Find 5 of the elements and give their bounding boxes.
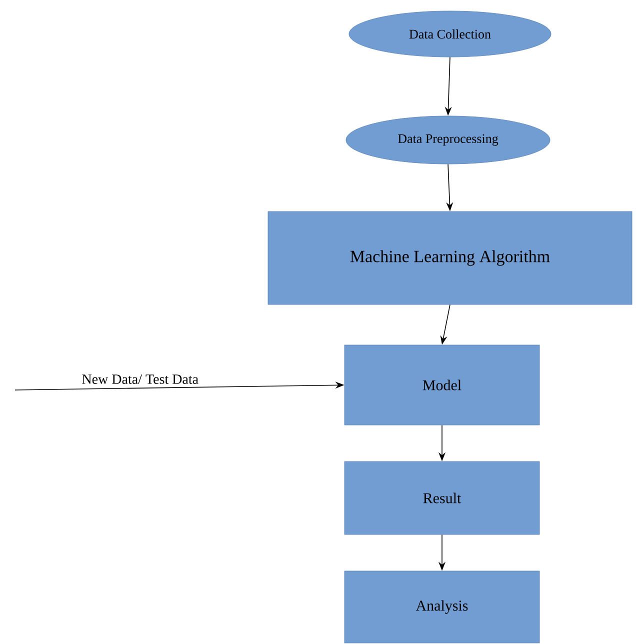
process-box: Analysis xyxy=(344,570,540,644)
edge-label: New Data/ Test Data xyxy=(82,374,198,384)
process-box: Model xyxy=(344,344,540,426)
process-box: Machine Learning Algorithm xyxy=(268,211,632,305)
process-box: Result xyxy=(344,461,540,535)
